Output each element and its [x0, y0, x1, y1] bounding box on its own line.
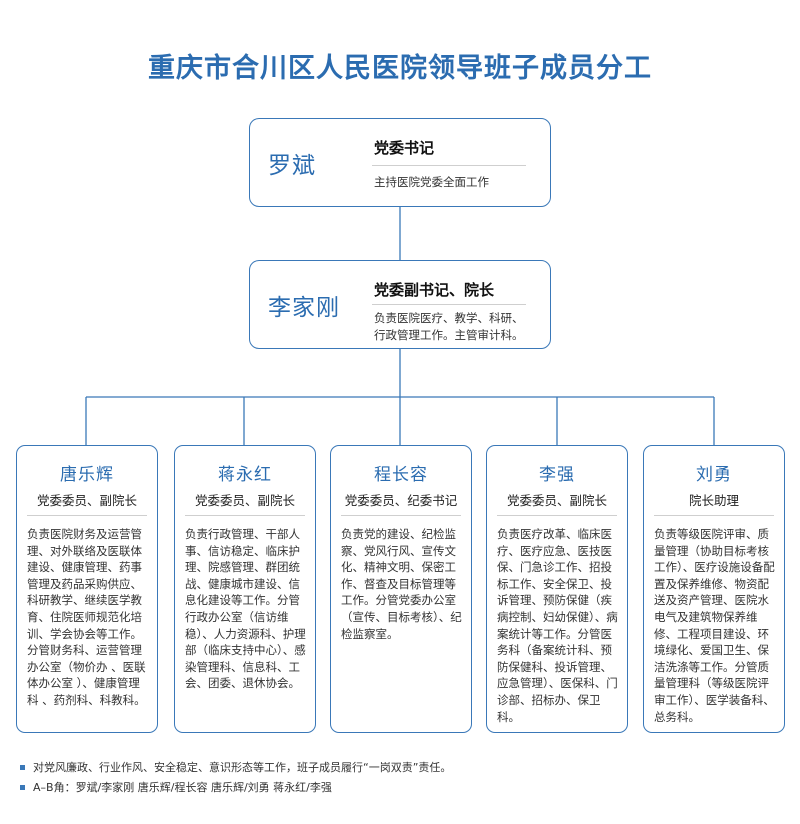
member-box-3: 程长容 党委委员、纪委书记 负责党的建设、纪检监察、党风行风、宣传文化、精神文明… [330, 445, 472, 733]
footnote-text: A–B角：罗斌/李家刚 唐乐辉/程长容 唐乐辉/刘勇 蒋永红/李强 [33, 781, 332, 794]
divider [372, 165, 526, 166]
bullet-icon [20, 764, 25, 770]
member-name: 刘勇 [696, 465, 732, 485]
member-duty: 负责医疗改革、临床医疗、医疗应急、医技医保、门急诊工作、招投标工作、安全保卫、投… [497, 527, 618, 724]
member-box-1: 唐乐辉 党委委员、副院长 负责医院财务及运营管理、对外联络及医联体建设、健康管理… [16, 445, 158, 733]
member-box-4: 李强 党委委员、副院长 负责医疗改革、临床医疗、医疗应急、医技医保、门急诊工作、… [486, 445, 628, 733]
member-box-5: 刘勇 院长助理 负责等级医院评审、质量管理（协助目标考核工作）、医疗设施设备配置… [643, 445, 785, 733]
member-role: 党委委员、副院长 [506, 493, 607, 508]
member-name: 程长容 [374, 465, 428, 485]
divider [341, 515, 461, 516]
divider [654, 515, 774, 516]
member-name: 唐乐辉 [60, 465, 114, 485]
divider [27, 515, 147, 516]
member-duty: 负责医院财务及运营管理、对外联络及医联体建设、健康管理、药事管理及药品采购供应、… [27, 527, 146, 707]
divider [185, 515, 305, 516]
leader-box-president: 李家刚 党委副书记、院长 负责医院医疗、教学、科研、行政管理工作。主管审计科。 [249, 260, 551, 349]
leader-duty: 主持医院党委全面工作 [374, 175, 489, 189]
member-role: 党委委员、副院长 [36, 493, 137, 508]
leader-duty: 负责医院医疗、教学、科研、行政管理工作。主管审计科。 [374, 311, 524, 342]
footnote: 对党风廉政、行业作风、安全稳定、意识形态等工作，班子成员履行“一岗双责”责任。 [20, 757, 451, 777]
member-role: 党委委员、纪委书记 [344, 493, 458, 508]
member-name: 李强 [539, 465, 575, 485]
member-duty: 负责行政管理、干部人事、信访稳定、临床护理、院感管理、群团统战、健康城市建设、信… [185, 527, 306, 691]
member-name: 蒋永红 [218, 465, 272, 485]
leader-role: 党委书记 [374, 139, 435, 157]
divider [372, 304, 526, 305]
member-role: 党委委员、副院长 [194, 493, 295, 508]
footnote: A–B角：罗斌/李家刚 唐乐辉/程长容 唐乐辉/刘勇 蒋永红/李强 [20, 777, 451, 797]
member-duty: 负责党的建设、纪检监察、党风行风、宣传文化、精神文明、保密工作、督查及目标管理等… [341, 527, 462, 641]
member-role: 院长助理 [688, 493, 739, 508]
divider [497, 515, 617, 516]
page-title: 重庆市合川区人民医院领导班子成员分工 [148, 53, 652, 84]
leader-name: 罗斌 [268, 152, 316, 179]
footnote-text: 对党风廉政、行业作风、安全稳定、意识形态等工作，班子成员履行“一岗双责”责任。 [33, 761, 452, 774]
bullet-icon [20, 784, 25, 790]
leader-box-secretary: 罗斌 党委书记 主持医院党委全面工作 [249, 118, 551, 207]
leader-role: 党委副书记、院长 [374, 281, 495, 299]
member-duty: 负责等级医院评审、质量管理（协助目标考核工作）、医疗设施设备配置及保养维修、物资… [654, 527, 775, 724]
member-box-2: 蒋永红 党委委员、副院长 负责行政管理、干部人事、信访稳定、临床护理、院感管理、… [174, 445, 316, 733]
leader-name: 李家刚 [268, 294, 340, 321]
footnotes: 对党风廉政、行业作风、安全稳定、意识形态等工作，班子成员履行“一岗双责”责任。 … [20, 757, 451, 797]
